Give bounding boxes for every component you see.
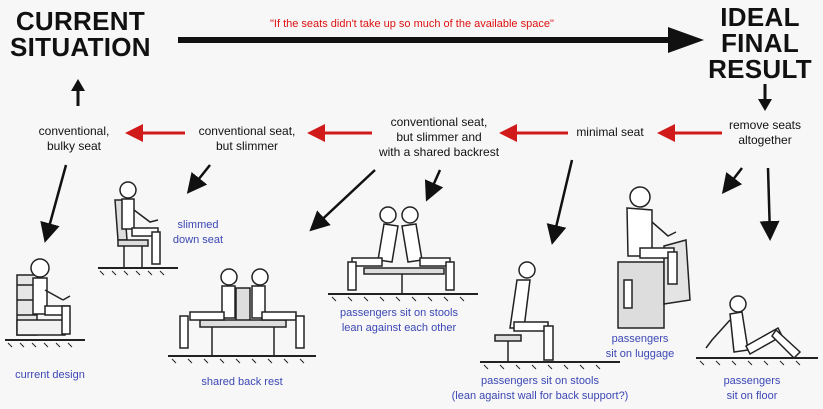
caption-lean-line-1: passengers sit on stools <box>339 307 458 319</box>
caption-lean-line-2: lean against each other <box>341 322 457 334</box>
sketch-sit-floor <box>696 295 818 366</box>
quote-note: "If the seats didn't take up so much of … <box>270 18 554 30</box>
heading-current-situation: CURRENT SITUATION <box>10 8 151 60</box>
caption-slimmed-line-2: down seat <box>172 234 224 246</box>
stage-minimal-seat: minimal seat <box>560 125 660 140</box>
arrow-down-from-ideal <box>758 84 772 111</box>
stage-minimal-line-1: minimal seat <box>576 125 644 139</box>
arrow-up-to-current <box>71 79 85 106</box>
caption-lean-wall: passengers sit on stools (lean against w… <box>438 374 642 404</box>
caption-shared-back-rest: shared back rest <box>180 375 304 390</box>
stage-shared-backrest: conventional seat, but slimmer and with … <box>374 115 504 160</box>
heading-ideal-final-result: IDEAL FINAL RESULT <box>698 4 822 82</box>
heading-current-line-1: CURRENT <box>15 6 146 36</box>
sketch-lean-each-other <box>328 206 478 302</box>
stage-shared-line-2: but slimmer and <box>396 130 482 144</box>
stage-bulky-line-1: conventional, <box>38 124 110 138</box>
caption-luggage-line-1: passengers <box>611 333 669 345</box>
sketch-shared-backrest <box>168 268 316 364</box>
caption-wall-line-2: (lean against wall for back support?) <box>451 390 629 402</box>
caption-sit-floor: passengers sit on floor <box>712 374 792 404</box>
caption-sit-luggage: passengers sit on luggage <box>588 332 692 362</box>
caption-luggage-line-2: sit on luggage <box>605 348 675 360</box>
caption-slimmed-line-1: slimmed <box>177 219 219 231</box>
stage-remove-seats: remove seats altogether <box>718 118 812 148</box>
stage-bulky-seat: conventional, bulky seat <box>18 124 130 154</box>
caption-floor-line-1: passengers <box>723 375 781 387</box>
sketch-slimmed-seat <box>98 181 178 276</box>
caption-slimmed-seat: slimmed down seat <box>166 218 230 248</box>
caption-current-line-1: current design <box>15 369 85 381</box>
sketch-current-design <box>5 258 85 348</box>
stage-shared-line-3: with a shared backrest <box>378 145 500 159</box>
caption-current-design: current design <box>2 368 98 383</box>
caption-lean-each-other: passengers sit on stools lean against ea… <box>323 306 475 336</box>
stage-bulky-line-2: bulky seat <box>46 139 102 153</box>
stage-remove-line-1: remove seats <box>728 118 802 132</box>
stage-slimmer-seat: conventional seat, but slimmer <box>185 124 309 154</box>
caption-shared-line-1: shared back rest <box>201 376 283 388</box>
stage-shared-line-1: conventional seat, <box>390 115 488 129</box>
heading-current-line-2: SITUATION <box>10 32 151 62</box>
pointer-arrows <box>40 159 780 245</box>
main-arrow <box>178 27 704 53</box>
sketch-lean-wall <box>480 261 620 370</box>
stage-slimmer-line-1: conventional seat, <box>198 124 296 138</box>
heading-ideal-line-1: IDEAL <box>720 2 800 32</box>
sketch-sit-luggage <box>617 186 691 329</box>
caption-wall-line-1: passengers sit on stools <box>480 375 599 387</box>
heading-ideal-line-2: FINAL <box>720 28 800 58</box>
caption-floor-line-2: sit on floor <box>726 390 778 402</box>
stage-remove-line-2: altogether <box>738 133 792 147</box>
stage-slimmer-line-2: but slimmer <box>215 139 278 153</box>
heading-ideal-line-3: RESULT <box>708 54 812 84</box>
